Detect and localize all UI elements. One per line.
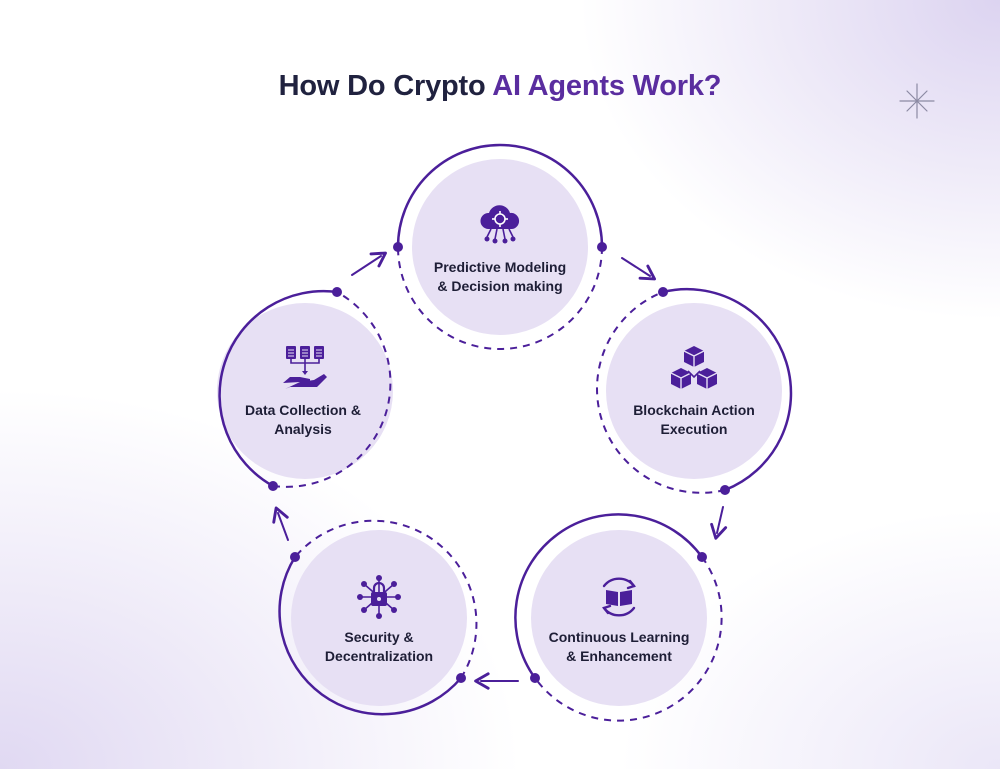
ring-dot: [658, 287, 668, 297]
step-ring-dashed: [272, 291, 392, 488]
step-blockchain-action: [596, 287, 793, 495]
ring-dot: [332, 287, 342, 297]
label-line-2: & Enhancement: [566, 648, 672, 664]
ai-cloud-network-icon: [480, 205, 520, 244]
step-ring-dashed: [596, 291, 726, 494]
label-line-2: Execution: [660, 421, 728, 437]
label-line-1: Security &: [344, 629, 414, 645]
arrow-step1-to-step2: [621, 257, 656, 281]
ring-dot: [290, 552, 300, 562]
step-ring-solid: [396, 143, 604, 248]
step-ring-dashed: [397, 246, 603, 350]
sparkle-icon: [899, 83, 935, 119]
arrow-step2-to-step3: [710, 506, 728, 540]
step-ring-solid: [662, 287, 793, 492]
step-circle-fill: [606, 303, 782, 479]
step-ring-dashed: [294, 519, 478, 679]
step-data-collection: [217, 287, 393, 491]
title-part-dark: How Do Crypto: [278, 70, 486, 102]
ring-dot: [268, 481, 278, 491]
step-label-data-collection: Data Collection & Analysis: [218, 401, 388, 439]
label-line-2: Decentralization: [324, 648, 434, 664]
step-ring-dashed: [534, 556, 723, 722]
label-line-2: Analysis: [274, 421, 332, 437]
book-cycle-icon: [601, 577, 637, 617]
ring-dot: [393, 242, 403, 252]
ring-dot: [456, 673, 466, 683]
step-label-blockchain-action: Blockchain Action Execution: [609, 401, 779, 439]
step-label-security: Security & Decentralization: [294, 628, 464, 666]
hand-documents-icon: [283, 346, 327, 389]
arrow-step5-to-step1: [351, 251, 387, 276]
step-label-continuous-learning: Continuous Learning & Enhancement: [534, 628, 704, 666]
ring-dot: [530, 673, 540, 683]
ring-dot: [720, 485, 730, 495]
label-line-1: Continuous Learning: [548, 629, 690, 645]
label-line-1: Data Collection &: [245, 402, 361, 418]
label-line-2: & Decision making: [437, 278, 563, 294]
step-ring-solid: [218, 289, 338, 488]
step-circle-fill: [412, 159, 588, 335]
step-ring-solid: [278, 556, 462, 716]
step-label-predictive-modeling: Predictive Modeling & Decision making: [415, 258, 585, 296]
blockchain-cubes-icon: [670, 346, 718, 389]
page-title: How Do Crypto AI Agents Work?: [0, 70, 1000, 103]
step-predictive-modeling: [393, 143, 607, 350]
arrow-step4-to-step5: [272, 506, 289, 541]
title-part-accent: AI Agents Work?: [492, 70, 722, 102]
step-circle-fill: [531, 530, 707, 706]
ring-dot: [697, 552, 707, 562]
ring-dot: [597, 242, 607, 252]
step-continuous-learning: [514, 513, 723, 722]
lock-network-icon: [357, 575, 401, 619]
label-line-1: Blockchain Action: [633, 402, 755, 418]
step-circle-fill: [217, 303, 393, 479]
label-line-1: Predictive Modeling: [433, 259, 567, 275]
step-ring-solid: [514, 513, 704, 679]
